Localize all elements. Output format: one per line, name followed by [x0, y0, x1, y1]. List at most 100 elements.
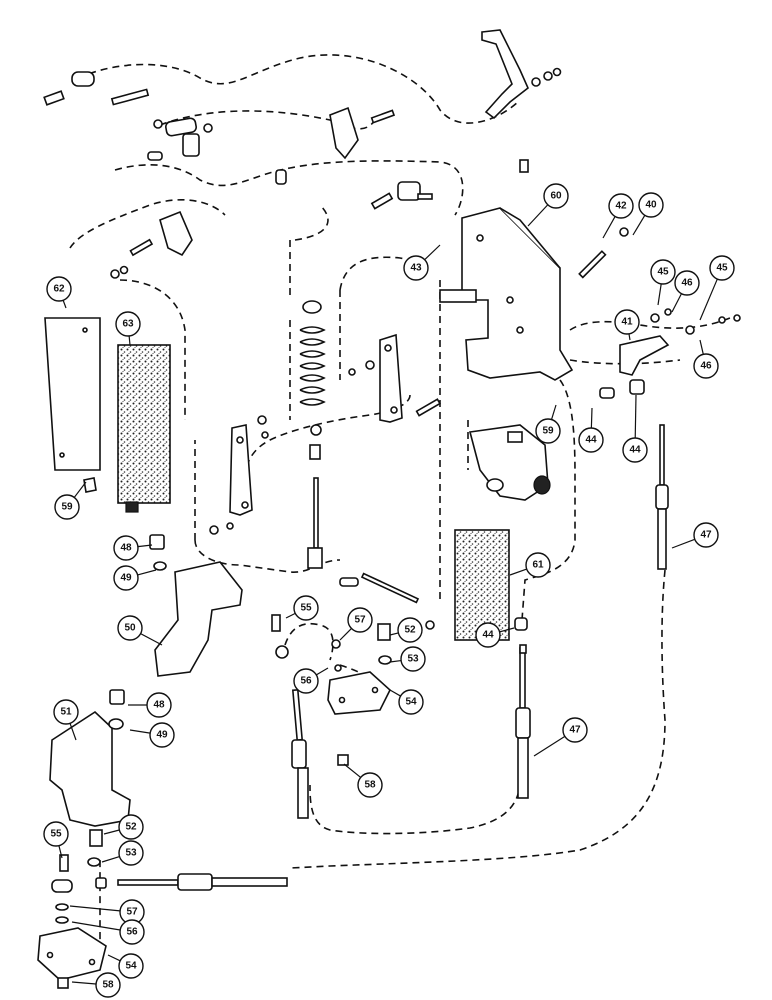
control-cable-center — [515, 647, 531, 799]
callout-leader — [671, 538, 696, 549]
callout-number: 42 — [615, 201, 627, 212]
control-cable-bottom — [51, 873, 288, 893]
callout-44: 44 — [578, 407, 604, 453]
callout-42: 42 — [602, 193, 634, 239]
callout-leader — [69, 905, 121, 912]
callout-leader — [137, 569, 157, 576]
callout-43: 43 — [403, 244, 441, 281]
right-link-arm — [599, 308, 741, 399]
mid-linkage-parts — [110, 181, 433, 279]
callout-46: 46 — [693, 339, 719, 379]
callout-leader — [128, 335, 131, 346]
callout-number: 45 — [716, 263, 728, 274]
small-hardware — [55, 572, 528, 989]
lever-plates — [209, 333, 441, 535]
callout-45: 45 — [699, 255, 735, 321]
callout-number: 56 — [300, 676, 312, 687]
callout-leader — [509, 568, 527, 576]
callout-leader — [73, 481, 87, 498]
callout-circle — [693, 353, 719, 379]
callout-number: 60 — [550, 191, 562, 202]
callout-48: 48 — [113, 535, 153, 561]
callout-number: 49 — [120, 573, 132, 584]
callout-leader — [527, 204, 549, 227]
callout-number: 50 — [124, 623, 136, 634]
callout-leader — [71, 981, 97, 985]
callout-60: 60 — [527, 183, 569, 227]
callout-circle — [397, 617, 423, 643]
callout-number: 57 — [354, 615, 366, 626]
callout-leader — [533, 735, 566, 757]
callout-52: 52 — [389, 617, 423, 643]
callout-number: 52 — [125, 822, 137, 833]
callout-53: 53 — [389, 646, 426, 672]
callout-circle — [357, 772, 383, 798]
valve-cover-panel — [454, 529, 510, 641]
callout-54: 54 — [389, 689, 424, 715]
callout-circle — [638, 192, 664, 218]
callout-circle — [614, 309, 640, 335]
callout-number: 63 — [122, 319, 134, 330]
callout-circle — [674, 270, 700, 296]
callout-leader — [699, 278, 718, 321]
callout-number: 56 — [126, 927, 138, 938]
callout-leader — [424, 244, 441, 261]
callout-circle — [118, 814, 144, 840]
callout-leader — [632, 214, 646, 236]
callout-40: 40 — [632, 192, 664, 236]
callout-number: 52 — [404, 625, 416, 636]
callout-circle — [622, 437, 648, 463]
side-panels — [44, 317, 171, 513]
callout-circle — [475, 622, 501, 648]
callout-59: 59 — [54, 481, 87, 520]
callout-circle — [43, 821, 69, 847]
callout-circle — [113, 535, 139, 561]
callout-47: 47 — [533, 717, 588, 757]
callout-circle — [562, 717, 588, 743]
callout-leader — [58, 845, 63, 859]
callout-57: 57 — [339, 607, 373, 641]
callout-circle — [146, 692, 172, 718]
callout-61: 61 — [509, 552, 551, 578]
callout-number: 44 — [629, 445, 641, 456]
callout-56: 56 — [293, 667, 329, 694]
callout-number: 53 — [125, 848, 137, 859]
callout-circle — [46, 276, 72, 302]
callout-circle — [535, 418, 561, 444]
callout-number: 45 — [657, 267, 669, 278]
callout-62: 62 — [46, 276, 72, 309]
callout-leader — [671, 293, 683, 313]
callout-leader — [316, 667, 329, 676]
control-valve — [468, 424, 551, 501]
upper-linkage-parts — [43, 29, 562, 185]
control-cable-right — [655, 424, 669, 570]
callout-leader — [137, 544, 153, 548]
callout-circle — [608, 193, 634, 219]
callout-circle — [113, 565, 139, 591]
callout-48: 48 — [128, 692, 172, 718]
callout-circle — [118, 840, 144, 866]
callout-leader — [389, 689, 401, 697]
callout-number: 51 — [60, 707, 72, 718]
callout-circle — [693, 522, 719, 548]
callout-leader — [499, 627, 515, 633]
callout-53: 53 — [101, 840, 144, 866]
callout-number: 40 — [645, 200, 657, 211]
callout-number: 58 — [102, 980, 114, 991]
callout-number: 54 — [125, 961, 137, 972]
callout-circle — [403, 255, 429, 281]
callout-leader — [634, 394, 637, 439]
callout-number: 49 — [156, 730, 168, 741]
callout-leader — [389, 632, 399, 636]
callout-41: 41 — [614, 309, 640, 341]
callout-circle — [543, 183, 569, 209]
spring-assembly — [299, 300, 326, 569]
callout-54: 54 — [107, 953, 144, 979]
callout-circle — [119, 919, 145, 945]
callout-leader — [699, 339, 704, 355]
callout-56: 56 — [71, 919, 145, 945]
callout-number: 53 — [407, 654, 419, 665]
callout-circle — [709, 255, 735, 281]
callout-number: 48 — [120, 543, 132, 554]
